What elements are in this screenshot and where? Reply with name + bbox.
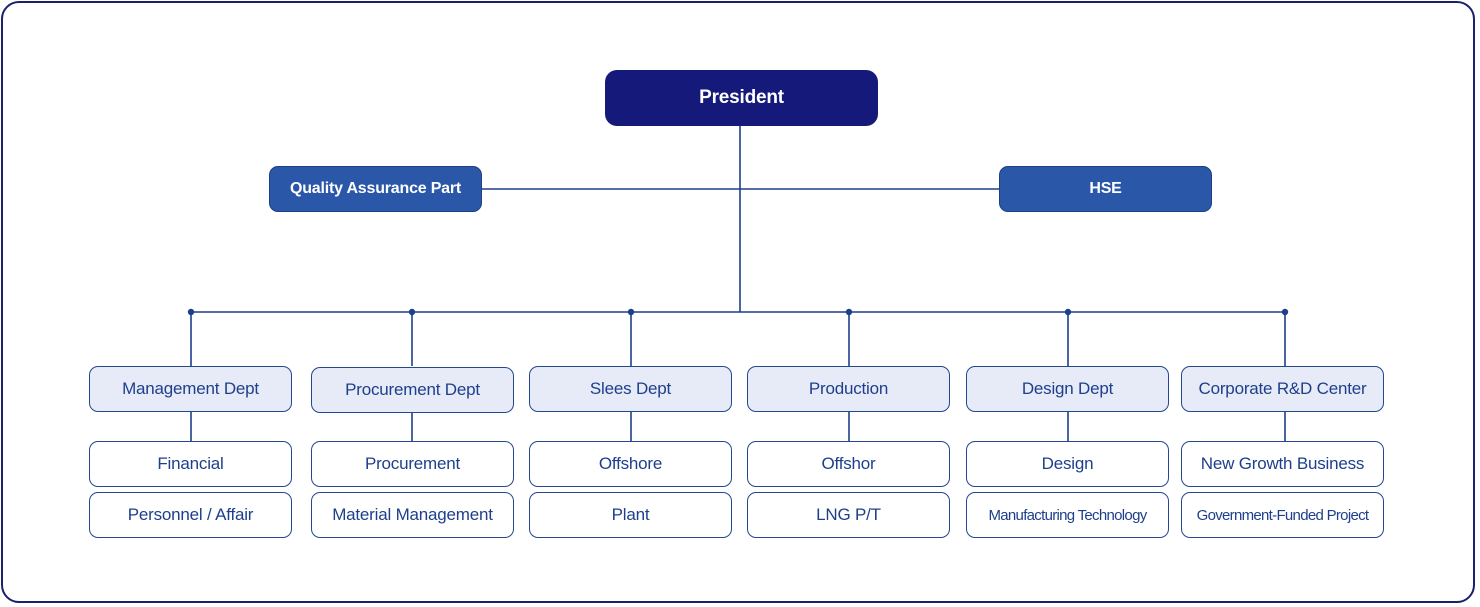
- dept-production: Production: [747, 366, 950, 412]
- dept-design: Design Dept: [966, 366, 1169, 412]
- unit-design: Design: [966, 441, 1169, 487]
- unit-manufacturing-technology: Manufacturing Technology: [966, 492, 1169, 538]
- dept-slees: Slees Dept: [529, 366, 732, 412]
- quality-assurance-box: Quality Assurance Part: [269, 166, 482, 212]
- unit-offshore: Offshore: [529, 441, 732, 487]
- unit-offshor: Offshor: [747, 441, 950, 487]
- unit-plant: Plant: [529, 492, 732, 538]
- unit-personnel-affair: Personnel / Affair: [89, 492, 292, 538]
- president-box: President: [605, 70, 878, 126]
- dept-management: Management Dept: [89, 366, 292, 412]
- unit-lng-pt: LNG P/T: [747, 492, 950, 538]
- unit-financial: Financial: [89, 441, 292, 487]
- dept-corporate-rnd: Corporate R&D Center: [1181, 366, 1384, 412]
- hse-box: HSE: [999, 166, 1212, 212]
- unit-material-management: Material Management: [311, 492, 514, 538]
- dept-procurement: Procurement Dept: [311, 367, 514, 413]
- unit-new-growth-business: New Growth Business: [1181, 441, 1384, 487]
- unit-government-funded-project: Government-Funded Project: [1181, 492, 1384, 538]
- unit-procurement: Procurement: [311, 441, 514, 487]
